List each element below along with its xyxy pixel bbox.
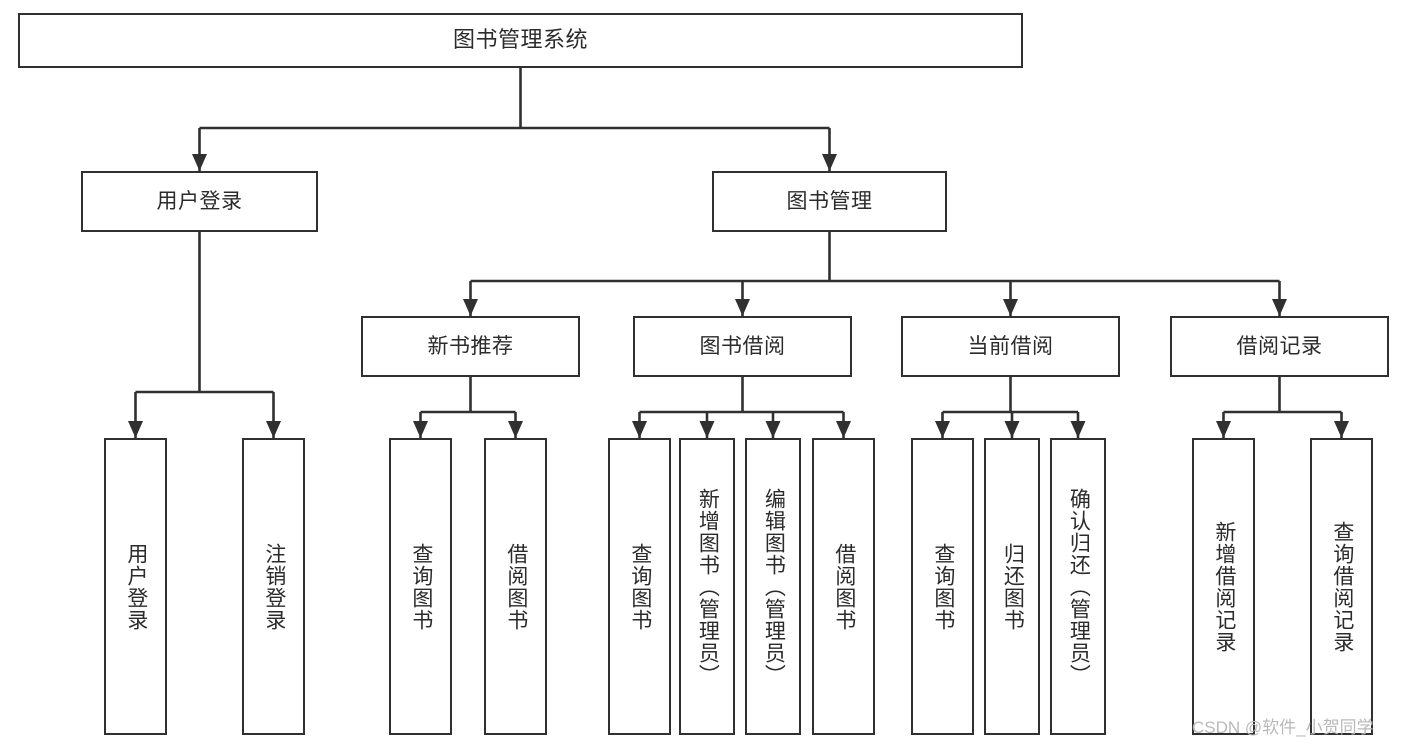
node-label-book-borrow: 图书借阅 — [699, 334, 786, 358]
node-user-login[interactable]: 用户登录 — [81, 171, 318, 232]
node-leaf-add-borrow-record[interactable]: 新增借阅记录 — [1192, 438, 1255, 735]
arrowhead — [1334, 421, 1349, 438]
node-label-current-borrow: 当前借阅 — [967, 334, 1054, 358]
node-label-leaf-query-borrow-record: 查询借阅记录 — [1330, 520, 1354, 653]
node-leaf-query-book-recommend[interactable]: 查询图书 — [389, 438, 452, 735]
node-label-leaf-query-book-borrow: 查询图书 — [628, 542, 652, 631]
arrowhead — [508, 421, 523, 438]
node-leaf-return-book[interactable]: 归还图书 — [984, 438, 1040, 735]
arrowhead — [1216, 421, 1231, 438]
watermark-text: CSDN @软件_小贺同学 — [1192, 718, 1374, 737]
node-new-book-recommend[interactable]: 新书推荐 — [361, 316, 580, 377]
arrowhead — [1070, 421, 1086, 438]
node-label-leaf-user-login: 用户登录 — [124, 542, 148, 631]
node-label-leaf-add-borrow-record: 新增借阅记录 — [1212, 520, 1236, 653]
node-leaf-logout[interactable]: 注销登录 — [242, 438, 305, 735]
arrowhead — [765, 421, 781, 438]
arrowhead — [192, 154, 207, 171]
arrowhead — [632, 421, 647, 438]
node-label-leaf-borrow-book-recommend: 借阅图书 — [504, 542, 528, 631]
node-leaf-query-borrow-record[interactable]: 查询借阅记录 — [1310, 438, 1373, 735]
node-label-leaf-add-book: 新增图书（管理员） — [696, 487, 720, 686]
node-label-new-book-recommend: 新书推荐 — [427, 334, 514, 358]
node-leaf-query-book-borrow[interactable]: 查询图书 — [608, 438, 671, 735]
node-leaf-user-login[interactable]: 用户登录 — [104, 438, 167, 735]
arrowhead — [1272, 299, 1287, 316]
node-borrow-record[interactable]: 借阅记录 — [1170, 316, 1389, 377]
arrowhead — [1003, 299, 1018, 316]
node-label-leaf-edit-book: 编辑图书（管理员） — [762, 487, 786, 686]
node-label-leaf-query-book-recommend: 查询图书 — [409, 542, 433, 631]
node-leaf-borrow-book[interactable]: 借阅图书 — [812, 438, 875, 735]
arrowhead — [822, 154, 837, 171]
node-label-leaf-return-book: 归还图书 — [1001, 542, 1025, 631]
arrowhead — [836, 421, 851, 438]
node-book-borrow[interactable]: 图书借阅 — [633, 316, 852, 377]
node-label-leaf-confirm-return: 确认归还（管理员） — [1067, 487, 1091, 686]
node-label-borrow-record: 借阅记录 — [1236, 334, 1323, 358]
arrowhead — [128, 421, 143, 438]
node-label-leaf-query-book-current: 查询图书 — [931, 542, 955, 631]
node-leaf-confirm-return[interactable]: 确认归还（管理员） — [1050, 438, 1106, 735]
node-current-borrow[interactable]: 当前借阅 — [901, 316, 1120, 377]
node-root[interactable]: 图书管理系统 — [18, 13, 1023, 68]
node-book-management[interactable]: 图书管理 — [712, 171, 947, 232]
node-leaf-edit-book[interactable]: 编辑图书（管理员） — [745, 438, 801, 735]
node-label-leaf-logout: 注销登录 — [262, 542, 286, 631]
node-leaf-add-book[interactable]: 新增图书（管理员） — [679, 438, 735, 735]
arrowhead — [266, 421, 281, 438]
arrowhead — [735, 299, 750, 316]
arrowhead — [463, 299, 478, 316]
node-label-book-management: 图书管理 — [786, 189, 873, 213]
arrowhead — [935, 421, 950, 438]
node-leaf-borrow-book-recommend[interactable]: 借阅图书 — [484, 438, 547, 735]
arrowhead — [699, 421, 715, 438]
arrowhead — [413, 421, 428, 438]
node-leaf-query-book-current[interactable]: 查询图书 — [911, 438, 974, 735]
node-label-leaf-borrow-book: 借阅图书 — [832, 542, 856, 631]
node-label-user-login: 用户登录 — [156, 189, 243, 213]
arrowhead — [1004, 421, 1020, 438]
node-label-root: 图书管理系统 — [452, 27, 588, 53]
